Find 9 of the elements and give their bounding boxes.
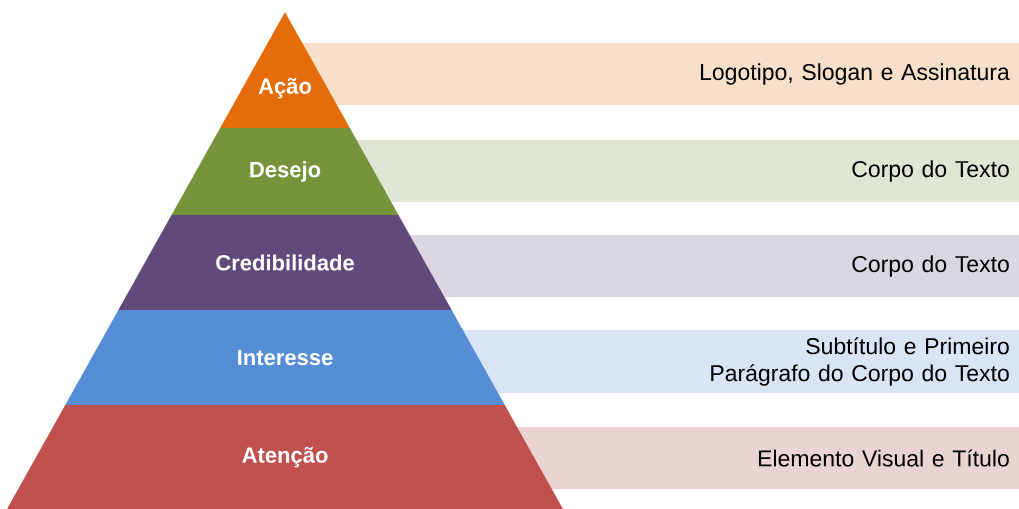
pyramid-layer: Atenção (7, 405, 563, 509)
text-band: Corpo do Texto (407, 235, 1019, 297)
pyramid-layer: Credibilidade (118, 215, 452, 310)
text-band: Subtítulo e Primeiro Parágrafo do Corpo do Texto (460, 330, 1019, 393)
text-band: Corpo do Texto (353, 140, 1019, 202)
pyramid-layer: Interesse (65, 310, 505, 405)
text-band: Elemento Visual e Título (514, 427, 1019, 489)
pyramid-layer: Desejo (171, 128, 399, 215)
pyramid-layer: Ação (220, 12, 350, 128)
